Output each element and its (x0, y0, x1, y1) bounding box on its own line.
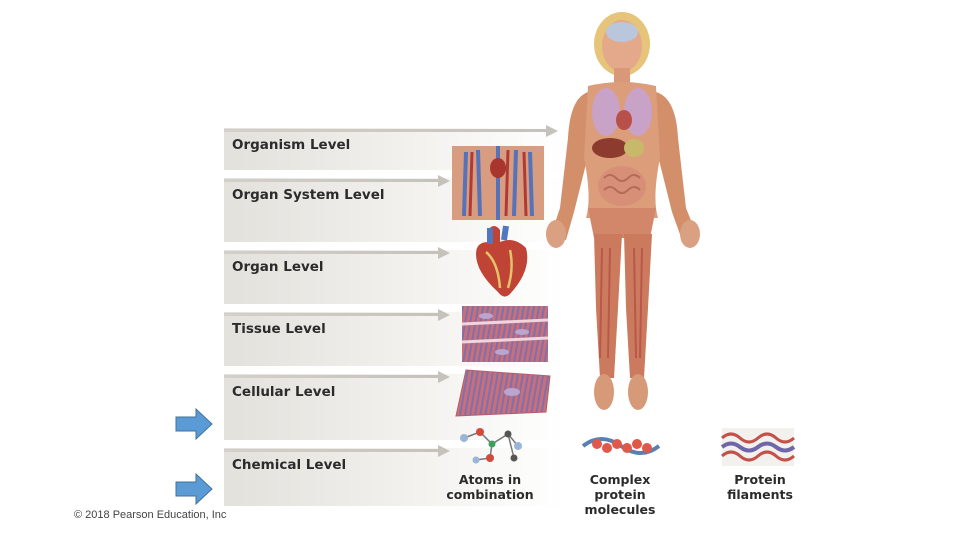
cellular-arrowhead (438, 371, 450, 383)
tissue-arrowhead (438, 309, 450, 321)
human-body-figure (546, 12, 700, 410)
caption-line: Atoms in (458, 472, 522, 487)
tissue-level-label: Tissue Level (232, 321, 326, 337)
chemical-level-label: Chemical Level (232, 457, 347, 473)
protein-filaments-image (720, 428, 796, 466)
organ-system-image (452, 146, 544, 220)
pointer-arrow-icon (175, 407, 213, 441)
caption-line: filaments (727, 487, 793, 502)
organ-arrowhead (438, 247, 450, 259)
caption-line: protein (594, 487, 646, 502)
atoms-caption: Atoms in combination (444, 472, 536, 502)
copyright-notice: © 2018 Pearson Education, Inc (74, 509, 227, 521)
filaments-caption: Protein filaments (714, 472, 806, 502)
heart-organ-image (476, 225, 528, 297)
caption-line: combination (446, 487, 534, 502)
organ-level-label: Organ Level (232, 259, 324, 275)
organ-system-arrow (224, 179, 438, 182)
organism-arrow (224, 129, 546, 132)
cellular-level-label: Cellular Level (232, 384, 336, 400)
organism-level-label: Organism Level (232, 137, 351, 153)
muscle-cell-image (455, 369, 551, 417)
caption-line: Complex (589, 472, 651, 487)
pointer-arrow-icon (175, 472, 213, 506)
protein-molecule-image (581, 437, 661, 455)
organ-system-level-label: Organ System Level (232, 187, 385, 203)
chemical-arrowhead (438, 445, 450, 457)
protein-caption: Complex protein molecules (574, 472, 666, 517)
muscle-tissue-image (461, 306, 549, 362)
organism-arrowhead (546, 125, 558, 137)
caption-line: molecules (584, 502, 656, 517)
caption-line: Protein (734, 472, 786, 487)
cellular-arrow (224, 375, 438, 378)
chemical-arrow (224, 449, 438, 452)
chemical-band (224, 448, 564, 506)
atoms-molecule-image (460, 428, 522, 464)
organ-system-arrowhead (438, 175, 450, 187)
tissue-arrow (224, 313, 438, 316)
organ-arrow (224, 251, 438, 254)
